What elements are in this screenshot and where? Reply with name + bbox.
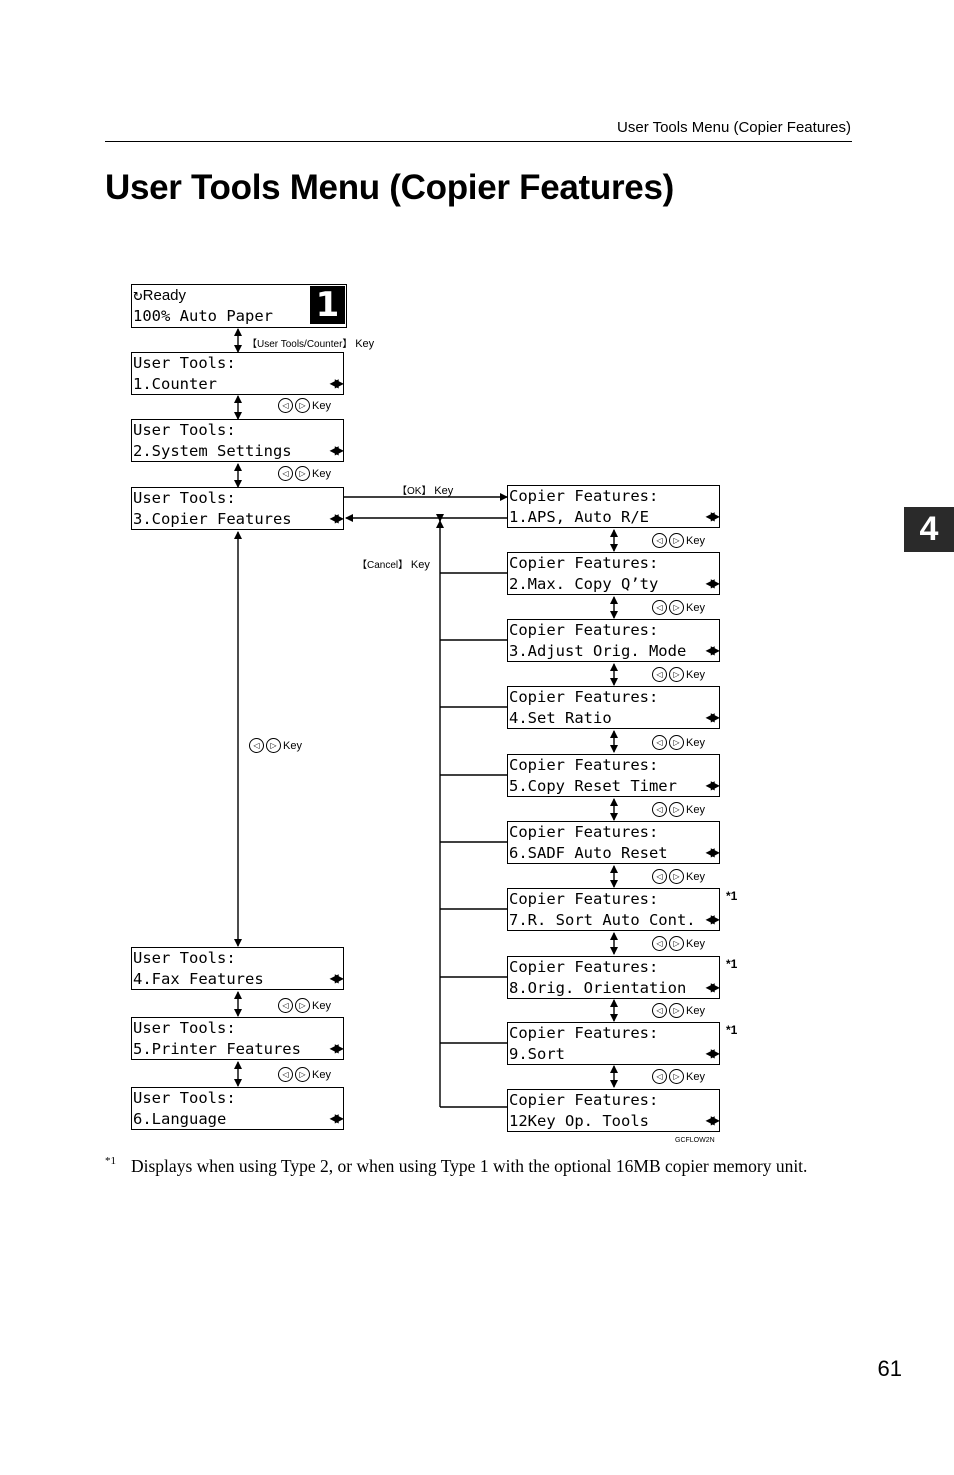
copier-features-screen-12: Copier Features: 12Key Op. Tools ◀▶: [507, 1089, 720, 1132]
right-arrow-key-icon: ▷: [295, 1067, 310, 1082]
right-arrow-key-icon: ▷: [669, 533, 684, 548]
copier-features-screen-6: Copier Features: 6.SADF Auto Reset ◀▶: [507, 821, 720, 864]
copier-features-screen-7: Copier Features: 7.R. Sort Auto Cont. ◀▶: [507, 888, 720, 931]
arrow-key-label: ◁▷ Key: [278, 398, 331, 413]
copier-features-screen-5: Copier Features: 5.Copy Reset Timer ◀▶: [507, 754, 720, 797]
arrow-key-label: ◁▷ Key: [652, 600, 705, 615]
scroll-arrows-icon: ◀▶: [705, 1113, 721, 1127]
arrow-key-label: ◁▷ Key: [652, 802, 705, 817]
user-tools-screen-4: User Tools: 4.Fax Features ◀▶: [131, 947, 344, 990]
page-title: User Tools Menu (Copier Features): [105, 168, 674, 207]
scroll-arrows-icon: ◀▶: [329, 1041, 345, 1055]
arrow-key-label: ◁▷ Key: [249, 738, 302, 753]
arrow-key-label: ◁▷ Key: [652, 1003, 705, 1018]
header-rule: [105, 141, 852, 142]
scroll-arrows-icon: ◀▶: [705, 509, 721, 523]
arrow-key-label: ◁▷ Key: [652, 667, 705, 682]
left-arrow-key-icon: ◁: [278, 998, 293, 1013]
chapter-tab: 4: [904, 507, 954, 552]
user-tools-screen-6: User Tools: 6.Language ◀▶: [131, 1087, 344, 1130]
scroll-arrows-icon: ◀▶: [705, 980, 721, 994]
arrow-key-label: ◁▷ Key: [652, 735, 705, 750]
ready-screen: ↻Ready 100% Auto Paper 1: [131, 284, 347, 328]
page-number: 61: [877, 1356, 902, 1381]
right-arrow-key-icon: ▷: [669, 735, 684, 750]
left-arrow-key-icon: ◁: [652, 869, 667, 884]
scroll-arrows-icon: ◀▶: [705, 912, 721, 926]
left-arrow-key-icon: ◁: [278, 466, 293, 481]
right-arrow-key-icon: ▷: [669, 802, 684, 817]
left-arrow-key-icon: ◁: [652, 533, 667, 548]
right-arrow-key-icon: ▷: [669, 600, 684, 615]
left-arrow-key-icon: ◁: [652, 936, 667, 951]
arrow-key-label: ◁▷ Key: [652, 936, 705, 951]
left-arrow-key-icon: ◁: [652, 1003, 667, 1018]
copier-features-screen-3: Copier Features: 3.Adjust Orig. Mode ◀▶: [507, 619, 720, 662]
scroll-arrows-icon: ◀▶: [329, 376, 345, 390]
left-arrow-key-icon: ◁: [652, 600, 667, 615]
right-arrow-key-icon: ▷: [669, 667, 684, 682]
right-arrow-key-icon: ▷: [295, 398, 310, 413]
footnote-text: Displays when using Type 2, or when usin…: [131, 1156, 808, 1176]
copier-features-screen-1: Copier Features: 1.APS, Auto R/E ◀▶: [507, 485, 720, 528]
scroll-arrows-icon: ◀▶: [705, 643, 721, 657]
left-arrow-key-icon: ◁: [249, 738, 264, 753]
left-arrow-key-icon: ◁: [652, 735, 667, 750]
arrow-key-label: ◁▷ Key: [278, 466, 331, 481]
scroll-arrows-icon: ◀▶: [705, 576, 721, 590]
footnote-marker: *1: [726, 889, 738, 903]
footnote-marker: *1: [726, 1023, 738, 1037]
user-tools-screen-3: User Tools: 3.Copier Features ◀▶: [131, 487, 344, 530]
arrow-key-label: ◁▷ Key: [278, 1067, 331, 1082]
right-arrow-key-icon: ▷: [669, 869, 684, 884]
ready-status: Ready: [142, 287, 186, 304]
user-tools-screen-2: User Tools: 2.System Settings ◀▶: [131, 419, 344, 462]
copier-features-screen-8: Copier Features: 8.Orig. Orientation ◀▶: [507, 956, 720, 999]
figure-code: GCFLOW2N: [675, 1137, 715, 1144]
footnote-marker: *1: [726, 957, 738, 971]
left-arrow-key-icon: ◁: [278, 398, 293, 413]
scroll-arrows-icon: ◀▶: [329, 511, 345, 525]
scroll-arrows-icon: ◀▶: [329, 1111, 345, 1125]
user-tools-screen-5: User Tools: 5.Printer Features ◀▶: [131, 1017, 344, 1060]
arrow-key-label: ◁▷ Key: [652, 869, 705, 884]
circular-arrow-icon: ↻: [133, 285, 143, 304]
left-arrow-key-icon: ◁: [652, 802, 667, 817]
scroll-arrows-icon: ◀▶: [705, 845, 721, 859]
running-header: User Tools Menu (Copier Features): [617, 119, 851, 136]
right-arrow-key-icon: ▷: [266, 738, 281, 753]
left-arrow-key-icon: ◁: [652, 667, 667, 682]
copier-features-screen-4: Copier Features: 4.Set Ratio ◀▶: [507, 686, 720, 729]
user-tools-counter-key-label: 【User Tools/Counter】 Key: [247, 338, 375, 350]
user-tools-screen-1: User Tools: 1.Counter ◀▶: [131, 352, 344, 395]
arrow-key-label: ◁▷ Key: [652, 1069, 705, 1084]
left-arrow-key-icon: ◁: [652, 1069, 667, 1084]
scroll-arrows-icon: ◀▶: [329, 971, 345, 985]
scroll-arrows-icon: ◀▶: [329, 443, 345, 457]
copy-count: 1: [310, 286, 345, 324]
left-arrow-key-icon: ◁: [278, 1067, 293, 1082]
cancel-key-label: 【Cancel】 Key: [357, 559, 430, 571]
right-arrow-key-icon: ▷: [295, 998, 310, 1013]
ok-key-label: 【OK】 Key: [397, 485, 454, 497]
right-arrow-key-icon: ▷: [295, 466, 310, 481]
scroll-arrows-icon: ◀▶: [705, 778, 721, 792]
footnote-mark: *1: [105, 1155, 116, 1167]
scroll-arrows-icon: ◀▶: [705, 1046, 721, 1060]
copier-features-screen-2: Copier Features: 2.Max. Copy Q’ty ◀▶: [507, 552, 720, 595]
right-arrow-key-icon: ▷: [669, 1069, 684, 1084]
right-arrow-key-icon: ▷: [669, 936, 684, 951]
ready-line2: 100% Auto Paper: [133, 307, 273, 325]
arrow-key-label: ◁▷ Key: [278, 998, 331, 1013]
scroll-arrows-icon: ◀▶: [705, 710, 721, 724]
right-arrow-key-icon: ▷: [669, 1003, 684, 1018]
copier-features-screen-9: Copier Features: 9.Sort ◀▶: [507, 1022, 720, 1065]
arrow-key-label: ◁▷ Key: [652, 533, 705, 548]
